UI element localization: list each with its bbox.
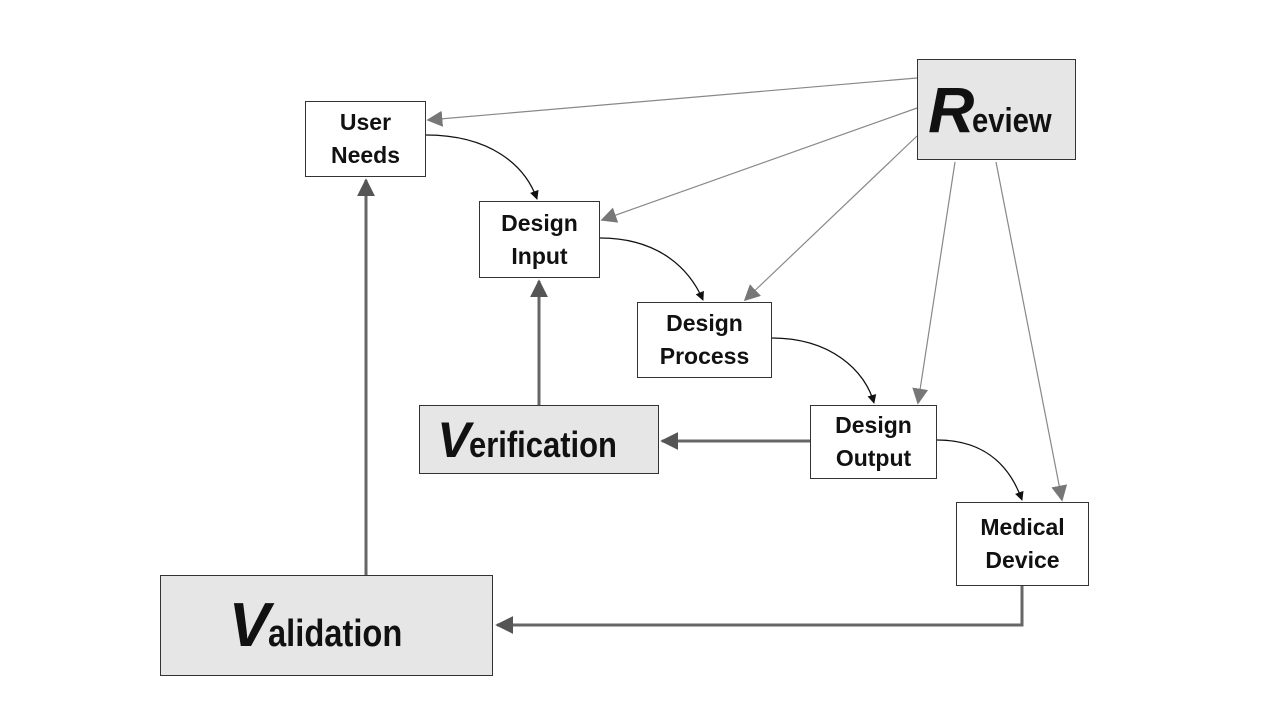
validation-initial: V [228, 591, 270, 660]
edge-review-to-user-needs [426, 77, 918, 127]
edge-review-to-design-output [912, 161, 956, 405]
edge-medical-device-to-validation [495, 586, 1024, 634]
design-output-box: Design Output [810, 405, 937, 479]
design-input-line-1: Design [501, 209, 578, 236]
validation-box: Validation [160, 575, 493, 676]
design-input-box: Design Input [479, 201, 600, 278]
design-process-box: Design Process [637, 302, 772, 378]
design-input-line-2: Input [511, 242, 568, 269]
user-needs-box: User Needs [305, 101, 426, 177]
verification-box: Verification [419, 405, 659, 474]
edge-review-to-design-process [743, 135, 918, 302]
user-needs-line-1: User [339, 109, 392, 135]
edge-review-to-design-input [600, 107, 918, 223]
review-initial: R [928, 73, 974, 146]
design-output-line-2: Output [835, 445, 912, 471]
review-label: eview [972, 101, 1052, 140]
review-box: Review [917, 59, 1076, 160]
edge-review-to-medical-device [995, 161, 1068, 502]
user-needs-line-2: Needs [330, 142, 401, 168]
verification-label: erification [468, 423, 617, 465]
edge-design-process-to-design-output [771, 337, 877, 404]
edge-user-needs-to-design-input [425, 134, 539, 200]
verification-initial: V [437, 411, 470, 468]
design-output-line-1: Design [835, 412, 912, 438]
design-process-line-1: Design [666, 310, 743, 336]
edge-design-input-to-design-process [599, 237, 704, 301]
medical-device-line-1: Medical [980, 514, 1065, 540]
design-process-line-2: Process [659, 343, 750, 369]
edge-design-output-to-medical-device [936, 439, 1024, 501]
validation-label: alidation [268, 613, 403, 655]
medical-device-line-2: Device [985, 547, 1060, 573]
medical-device-box: Medical Device [956, 502, 1089, 586]
